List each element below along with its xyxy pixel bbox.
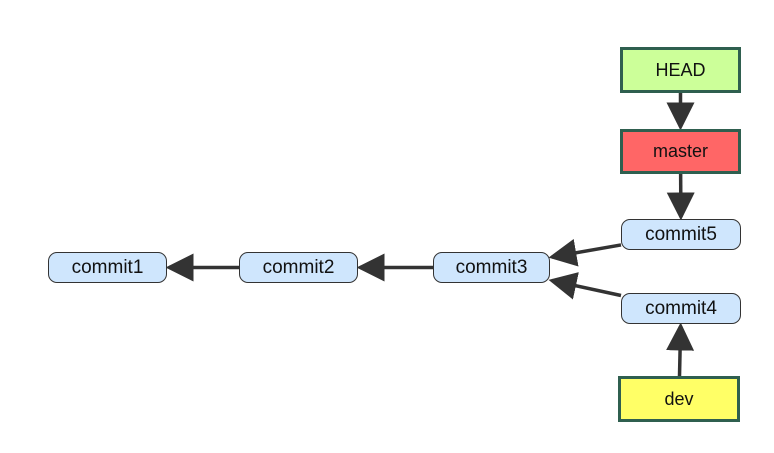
- commit-node-commit4: commit4: [621, 293, 741, 324]
- commit-label: commit3: [455, 256, 528, 278]
- ref-node-master: master: [620, 129, 741, 174]
- commit-label: commit4: [645, 297, 717, 319]
- edge-commit4-to-commit3: [548, 272, 622, 300]
- commit-node-commit2: commit2: [239, 252, 358, 283]
- edge-dev-to-commit4: [666, 322, 695, 377]
- ref-node-dev: dev: [618, 376, 740, 422]
- commit-label: commit5: [645, 223, 717, 245]
- ref-label: master: [652, 141, 708, 161]
- commit-node-commit5: commit5: [621, 219, 741, 250]
- ref-label: dev: [664, 388, 694, 409]
- commit-label: commit2: [262, 256, 335, 278]
- commit-label: commit1: [71, 256, 144, 278]
- commit-node-commit1: commit1: [48, 252, 167, 283]
- ref-node-head: HEAD: [620, 47, 741, 93]
- edge-commit5-to-commit3: [548, 238, 622, 267]
- commit-node-commit3: commit3: [433, 252, 550, 283]
- ref-label: HEAD: [655, 59, 706, 80]
